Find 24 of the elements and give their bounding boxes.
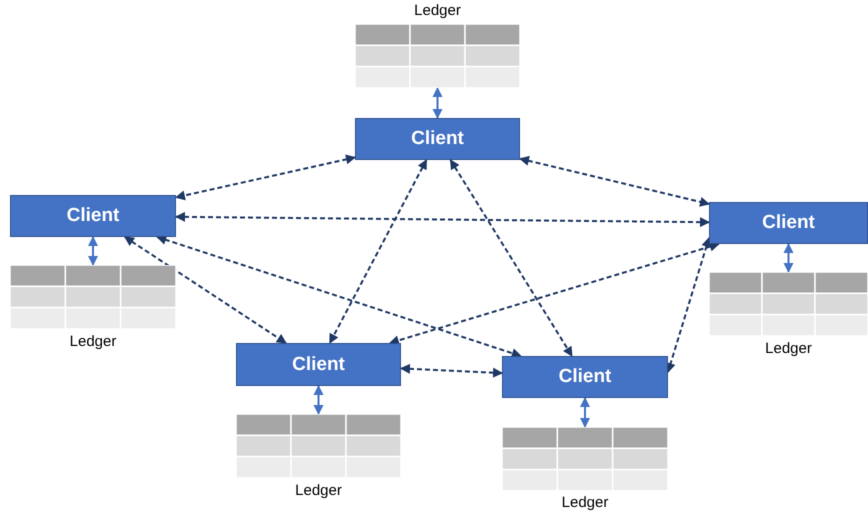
arrow — [519, 156, 710, 207]
arrow — [124, 236, 287, 344]
ledger-label: Ledger — [765, 340, 812, 358]
ledger-label: Ledger — [295, 482, 342, 500]
ledger-label: Ledger — [414, 2, 461, 20]
arrow — [175, 154, 356, 200]
client-box: Client — [502, 356, 668, 398]
arrow — [400, 364, 503, 378]
client-box: Client — [709, 202, 868, 244]
arrow — [432, 87, 442, 119]
arrow — [450, 159, 573, 357]
ledger-label: Ledger — [562, 494, 608, 512]
client-box: Client — [355, 118, 520, 160]
arrow — [156, 235, 522, 358]
arrow — [88, 236, 98, 266]
arrow — [784, 243, 794, 273]
arrow — [580, 397, 590, 428]
arrow — [388, 242, 720, 346]
client-box: Client — [236, 343, 401, 386]
ledger-label: Ledger — [70, 333, 116, 351]
arrow — [314, 385, 324, 415]
arrow — [175, 212, 710, 228]
client-box: Client — [10, 195, 176, 237]
arrow — [328, 159, 428, 344]
